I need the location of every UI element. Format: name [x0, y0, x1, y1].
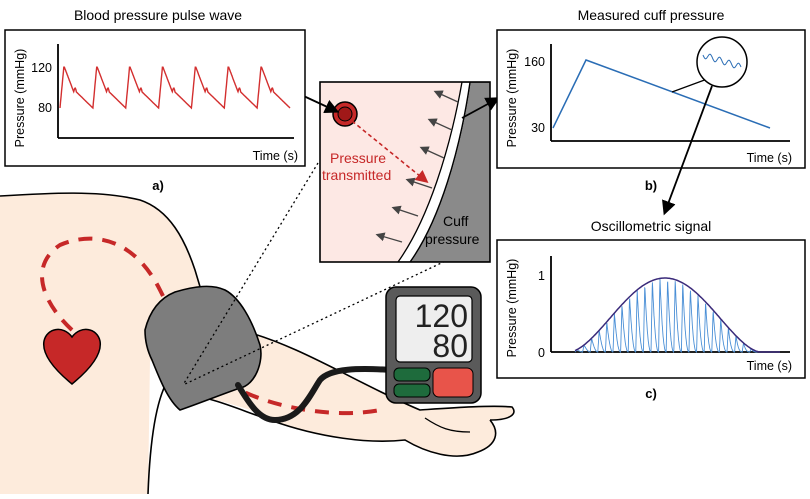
panel-a-title: Blood pressure pulse wave — [74, 7, 242, 23]
panel-c-xlabel: Time (s) — [747, 359, 792, 373]
monitor-screen — [395, 295, 473, 363]
magnifier-wave — [702, 53, 742, 69]
monitor-systolic: 120 — [415, 298, 468, 334]
forearm-top-outline — [239, 329, 515, 421]
monitor-diastolic: 80 — [432, 328, 468, 364]
panel-b-caption: b) — [645, 178, 657, 193]
panel-c-caption: c) — [645, 386, 657, 401]
panel-c-ytick-0: 0 — [538, 346, 545, 360]
hand-fold — [424, 417, 471, 433]
magnifier-pointer — [671, 77, 711, 93]
panel-c-ytick-1: 1 — [538, 269, 545, 283]
arrow-cuff-to-panel-b — [461, 97, 501, 119]
torso-outline — [0, 192, 211, 321]
armpit-outline — [147, 379, 169, 495]
panel-c: Oscillometric signal 1 0 Pressure (mmHg)… — [496, 218, 806, 401]
body-illustration — [0, 192, 515, 495]
torso-skin — [0, 193, 215, 495]
panel-b-title: Measured cuff pressure — [578, 7, 725, 23]
monitor-button-red[interactable] — [432, 367, 474, 398]
panel-b-frame — [496, 29, 806, 169]
monitor-button-green-top[interactable] — [393, 367, 431, 382]
panel-c-ylabel: Pressure (mmHg) — [505, 259, 519, 358]
panel-b-xlabel: Time (s) — [747, 151, 792, 165]
panel-b-ylabel: Pressure (mmHg) — [505, 49, 519, 148]
panel-a-xlabel: Time (s) — [253, 149, 298, 163]
oscillometric-envelope — [574, 277, 780, 353]
panel-c-frame — [496, 239, 806, 379]
cuff-hose — [235, 366, 395, 424]
pulse-wave-line — [59, 66, 291, 110]
blood-pressure-cuff — [144, 285, 262, 411]
cuff-pressure-line — [552, 59, 771, 129]
arrow-to-panel-c — [662, 85, 713, 216]
oscillometric-signal-line — [574, 278, 780, 353]
monitor-button-green-bottom[interactable] — [393, 383, 431, 398]
zoom-guide-left — [182, 162, 319, 386]
bp-monitor: 120 80 — [385, 286, 482, 404]
panel-b-ytick-160: 160 — [524, 55, 545, 69]
transmitted-label-2: transmitted — [322, 167, 391, 183]
transmission-arrow — [351, 120, 429, 184]
forearm-bottom-outline — [179, 391, 497, 457]
inset-zoom: Pressure transmitted Cuff pressure — [319, 81, 491, 263]
panel-c-title: Oscillometric signal — [591, 218, 712, 234]
panel-a-caption: a) — [152, 178, 164, 193]
inset-skin-band — [397, 82, 471, 262]
artery-cross-section-inner — [337, 106, 353, 122]
transmitted-label-1: Pressure — [330, 150, 386, 166]
zoom-guide-right — [182, 239, 491, 386]
inset-frame — [319, 81, 491, 263]
panel-a-ytick-80: 80 — [38, 101, 52, 115]
cuff-pressure-label-2: pressure — [425, 231, 480, 247]
inset-pressure-arrows — [375, 90, 459, 243]
panel-a-ytick-120: 120 — [31, 61, 52, 75]
panel-b: Measured cuff pressure 160 30 Pressure (… — [496, 7, 806, 216]
panel-a-frame — [4, 29, 306, 167]
panel-b-ytick-30: 30 — [531, 121, 545, 135]
cuff-pressure-label-1: Cuff — [443, 213, 469, 229]
panel-a: Blood pressure pulse wave 120 80 Pressur… — [4, 7, 306, 193]
heart-icon — [42, 328, 102, 385]
panel-a-ylabel: Pressure (mmHg) — [13, 49, 27, 148]
artery-path — [40, 236, 381, 416]
